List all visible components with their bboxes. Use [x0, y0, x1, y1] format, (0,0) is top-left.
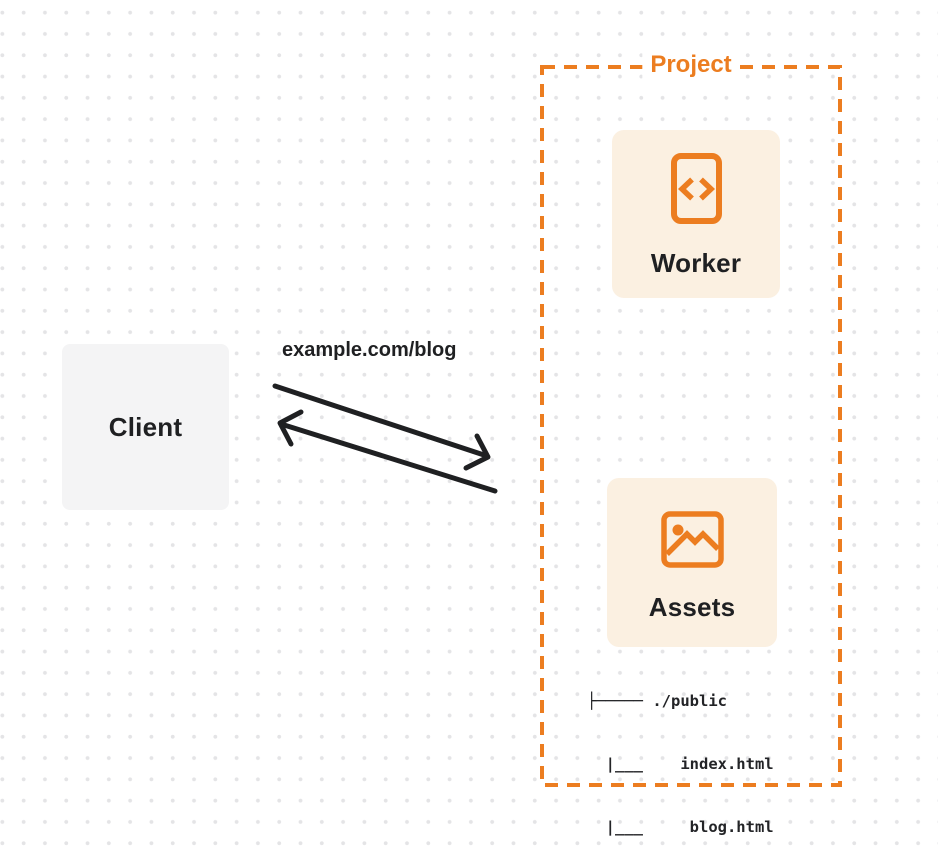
response-arrow: [277, 409, 498, 494]
worker-label: Worker: [650, 248, 742, 278]
assets-card: Assets: [607, 478, 777, 647]
worker-card: Worker: [612, 130, 780, 298]
request-arrow: [272, 383, 491, 471]
code-file-icon: [670, 153, 722, 224]
tree-line-index: |___ index.html: [587, 755, 774, 773]
client-label: Client: [108, 411, 183, 442]
project-container: Project Worker Assets ├───── ./public |_…: [540, 49, 842, 836]
project-title: Project: [642, 49, 740, 81]
client-node: Client: [62, 344, 229, 510]
project-dashed-border: [540, 65, 842, 787]
file-tree: ├───── ./public |___ index.html |___ blo…: [587, 649, 774, 860]
image-icon: [660, 510, 724, 568]
assets-label: Assets: [648, 591, 736, 622]
tree-line-public: ├───── ./public: [587, 692, 727, 710]
tree-line-blog: |___ blog.html: [587, 818, 774, 836]
request-url-label: example.com/blog: [282, 339, 457, 361]
